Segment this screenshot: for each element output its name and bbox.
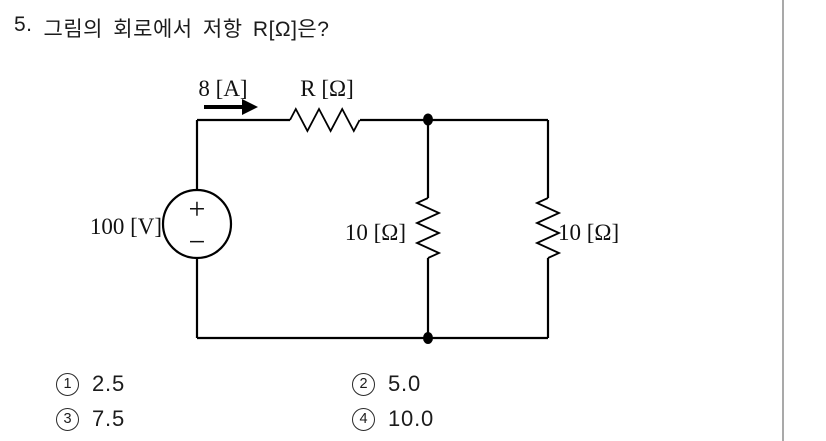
parallel-resistor-left-label: 10 [Ω] — [345, 220, 406, 245]
junction-dot-bottom — [423, 332, 433, 344]
answer-option-2[interactable]: 2 5.0 — [352, 371, 421, 397]
resistor-right-zigzag — [534, 197, 562, 259]
resistor-left-zigzag — [414, 197, 442, 259]
series-resistor-label: R [Ω] — [300, 76, 354, 101]
parallel-resistor-right-label: 10 [Ω] — [558, 220, 619, 245]
resistor-R-zigzag — [289, 107, 361, 133]
column-divider-line — [782, 0, 784, 441]
question-text: 그림의 회로에서 저항 R[Ω]은? — [43, 18, 330, 41]
plus-symbol: + — [189, 193, 206, 226]
option-2-circled-number[interactable]: 2 — [352, 372, 375, 396]
answer-option-3[interactable]: 3 7.5 — [56, 406, 125, 432]
option-3-circled-number[interactable]: 3 — [56, 407, 79, 431]
current-arrow-head — [242, 99, 258, 115]
option-4-value: 10.0 — [388, 406, 435, 431]
question-title: 5. 그림의 회로에서 저항 R[Ω]은? — [14, 13, 329, 43]
option-1-circled-number[interactable]: 1 — [56, 372, 79, 396]
option-1-value: 2.5 — [92, 371, 125, 396]
answer-option-4[interactable]: 4 10.0 — [352, 406, 434, 432]
minus-symbol: − — [189, 226, 206, 259]
junction-dot-top — [423, 113, 433, 126]
answer-option-1[interactable]: 1 2.5 — [56, 371, 125, 397]
option-2-value: 5.0 — [388, 371, 421, 396]
voltage-source-label: 100 [V] — [90, 214, 162, 239]
option-4-circled-number[interactable]: 4 — [352, 407, 375, 431]
question-number: 5. — [14, 13, 33, 36]
current-label: 8 [A] — [198, 76, 247, 101]
option-3-value: 7.5 — [92, 406, 125, 431]
